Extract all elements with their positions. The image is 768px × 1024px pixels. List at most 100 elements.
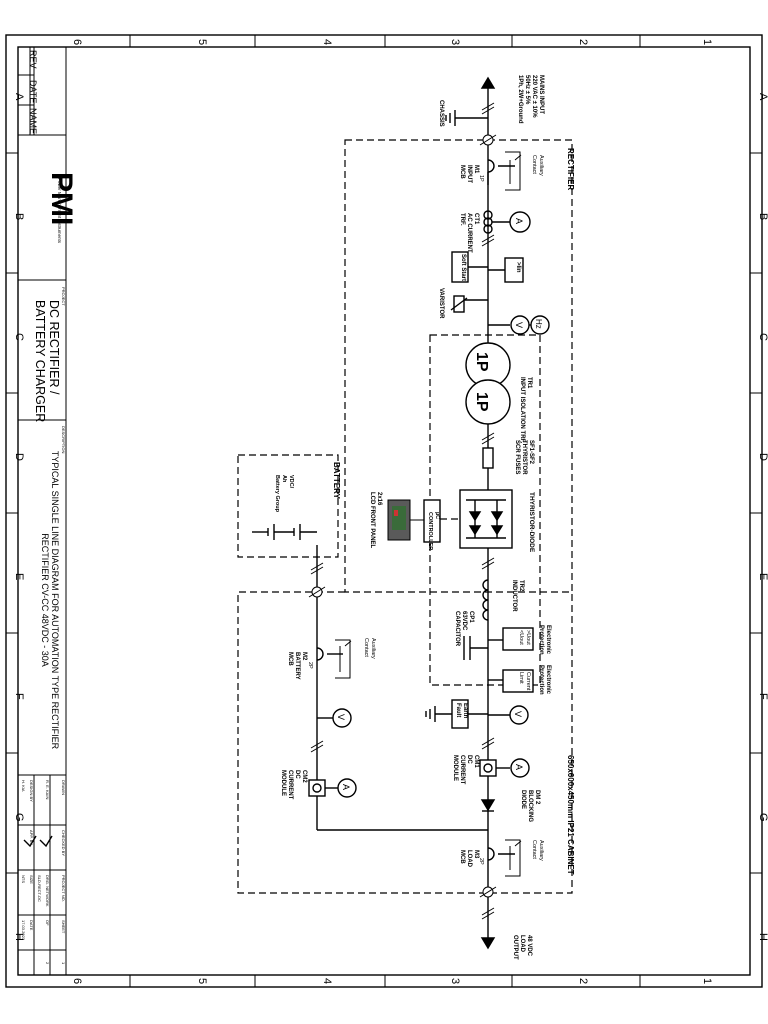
voltage-protection-box-label: <Uout — [518, 630, 524, 645]
output-voltmeter-icon — [488, 705, 529, 725]
column-label: 2 — [577, 978, 589, 984]
row-label: F — [757, 693, 768, 700]
project-no-label: PROJECT NO. — [61, 875, 66, 902]
row-label: A — [13, 93, 25, 101]
ct1-label: TRF. — [459, 213, 465, 226]
date-header: DATE — [28, 80, 38, 103]
load-output-label: OUTPUT — [512, 935, 518, 960]
m2-label: BATTERY — [294, 652, 300, 680]
soft-start-label: Soft Start — [460, 254, 466, 281]
battery-slashes — [308, 562, 326, 598]
revision-table: REV DATE NAME — [28, 50, 38, 134]
voltage-protection-label: Electronic — [545, 625, 551, 655]
description-line-2: RECTIFIER CV-CC 48VDC - 30A — [40, 533, 50, 667]
description-line-1: TYPICAL SINGLE LINE DIAGRAM FOR AUTOMATI… — [50, 451, 60, 750]
drawing-description: DESCRIPTION TYPICAL SINGLE LINE DIAGRAM … — [40, 426, 66, 750]
lcd-front-panel-icon — [387, 499, 424, 541]
lcd-label: LCD FRONT PANEL — [369, 492, 375, 549]
thyristor-bridge-icon — [459, 489, 513, 549]
m3-label: LOAD — [466, 850, 472, 868]
battery-group-label: Ah — [281, 475, 287, 483]
row-label: E — [13, 573, 25, 580]
column-label: 1 — [701, 39, 713, 45]
m1-label: MCB — [459, 165, 465, 179]
date-label: DATE — [29, 920, 34, 931]
soft-start-box — [451, 251, 488, 283]
aux-contact-1-label: Contact — [531, 155, 537, 174]
dm2-diode-icon — [480, 799, 496, 812]
row-label: D — [13, 453, 25, 461]
column-label: 6 — [71, 978, 83, 984]
earth-fault-box — [425, 699, 488, 729]
dm2-label: BLOCKING — [527, 790, 533, 822]
cabinet-enclosure — [237, 591, 573, 894]
row-label: C — [757, 333, 768, 341]
tr1-transformer-icon — [465, 342, 511, 425]
cm2-label: DC — [294, 770, 300, 779]
drawn-label: DRAWN — [61, 780, 66, 795]
cm2-label: MODULE — [280, 770, 286, 796]
aux-contact-1-label: Auxiliary — [538, 155, 544, 176]
varistor-icon — [450, 295, 488, 313]
of-number: 2 — [45, 962, 50, 965]
of-label: OF — [45, 920, 50, 926]
m2-label: M2 — [301, 652, 307, 661]
row-label: E — [757, 573, 768, 580]
row-label: C — [13, 333, 25, 341]
ct1-label: AC CURRENT — [466, 213, 472, 253]
cm1-current-module-icon — [479, 758, 530, 778]
current-limit-box-label: Current — [525, 672, 531, 691]
cm1-ammeter-symbol: A — [514, 764, 524, 770]
m1-label: INPUT — [466, 165, 472, 183]
battery-group-icon — [252, 524, 317, 540]
tr1-label: INPUT ISOLATION TRF. — [519, 377, 525, 444]
battery-enclosure — [237, 454, 339, 558]
mains-input-label: MAINS INPUT — [538, 75, 544, 114]
row-label: D — [757, 453, 768, 461]
m3-label: MCB — [459, 850, 465, 864]
column-label: 3 — [449, 39, 461, 45]
ct1-label: CT1 — [473, 213, 479, 225]
row-label: A — [757, 93, 768, 101]
input-voltmeter-symbol: V — [514, 322, 524, 328]
battery-group-label: VDC/ — [288, 475, 294, 489]
rev-header: REV — [28, 50, 38, 69]
m1-label: M1 — [473, 165, 479, 174]
checked-label: CHECKED BY — [61, 830, 66, 856]
tr1-primary-label: 1P — [473, 352, 490, 372]
mains-input-label: 220 VAC ± 10% — [531, 75, 537, 118]
tr2-inductor-icon — [482, 579, 489, 621]
row-label: G — [13, 813, 25, 822]
column-label: 5 — [196, 39, 208, 45]
over-current-label: >Iin — [515, 262, 521, 273]
column-label: 2 — [577, 39, 589, 45]
name-header: NAME — [28, 108, 38, 134]
rectifier-enclosure — [344, 139, 573, 593]
bus-slashes-2 — [481, 432, 495, 445]
inner-frame — [17, 46, 751, 976]
signature-fields: DRAWN R. E. KAIN DESIGN BY H. KIA CHECKE… — [21, 780, 66, 965]
m3-label: M3 — [473, 850, 479, 859]
sheet-number: 1 — [61, 962, 66, 965]
sf-label: SCR FUSES — [514, 440, 520, 474]
thyristor-diode-label: THYRISTOR-DIODE — [528, 492, 535, 553]
frequency-meter-symbol: Hz — [534, 319, 543, 329]
row-label: F — [13, 693, 25, 700]
column-label: 4 — [321, 39, 333, 45]
over-current-box — [488, 257, 524, 283]
drawing-no-label: DRG. NETWORK — [45, 875, 50, 907]
ac-ammeter-icon — [492, 211, 531, 233]
sf-label: THYRISTOR — [521, 440, 527, 475]
m2-label: MCB — [287, 652, 293, 666]
logo-text: PMI — [45, 172, 78, 225]
row-label: B — [13, 213, 25, 220]
m3-breaker-icon — [487, 847, 515, 861]
voltage-protection-label: Protection — [538, 625, 544, 655]
controller-label: CONTROLLER — [427, 512, 433, 550]
current-limit-title: Electronic — [545, 665, 551, 695]
m2-pole: 2P — [307, 662, 313, 669]
cp1-label: CP1 — [468, 611, 474, 623]
